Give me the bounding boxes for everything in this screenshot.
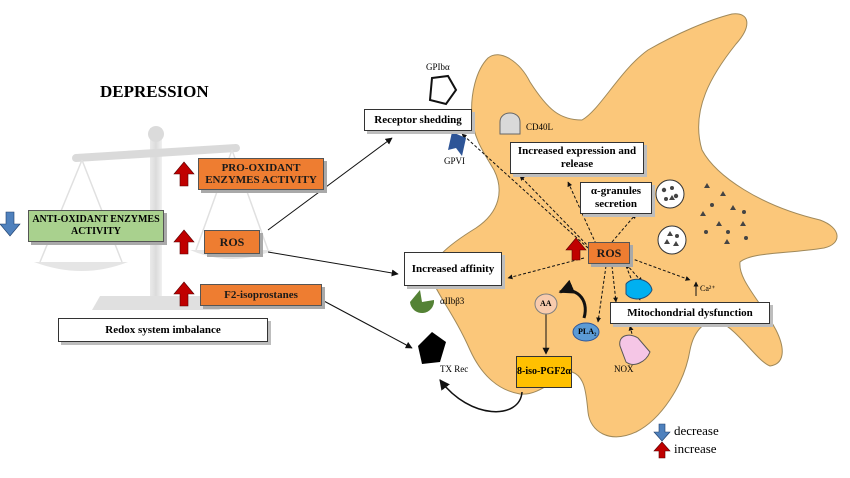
f2-isoprostanes-box: F2-isoprostanes bbox=[200, 284, 322, 306]
gpiba-label: GPIbα bbox=[426, 62, 450, 72]
arrow-ros-to-affinity bbox=[267, 251, 399, 277]
decrease-arrow-anti-oxidant bbox=[0, 211, 21, 237]
increase-arrow-cell-ros bbox=[565, 237, 587, 261]
diagram-title: DEPRESSION bbox=[100, 82, 209, 101]
cd40l-icon bbox=[499, 112, 521, 135]
cd40l-label: CD40L bbox=[526, 122, 553, 132]
mitochondrial-dysfunction-box: Mitochondrial dysfunction bbox=[610, 302, 770, 324]
increase-arrow-pro-oxidant bbox=[173, 161, 195, 187]
platelet-cell bbox=[430, 13, 838, 438]
ros-box: ROS bbox=[204, 230, 260, 254]
alpha-granules-box: α-granules secretion bbox=[580, 182, 652, 214]
gpvi-label: GPVI bbox=[444, 156, 466, 166]
legend-decrease-label: decrease bbox=[674, 423, 719, 438]
granule-1 bbox=[655, 179, 685, 209]
tx-rec-label: TX Rec bbox=[440, 364, 469, 374]
increased-expression-box: Increased expression and release bbox=[510, 142, 644, 174]
legend-increase-icon bbox=[653, 441, 671, 459]
nox-label: NOX bbox=[614, 364, 634, 374]
aa-label: AA bbox=[540, 299, 552, 308]
pla2-label: PLA₂ bbox=[578, 327, 597, 336]
curved-arrow-iso-txrec bbox=[439, 379, 523, 413]
pla2-node bbox=[572, 322, 600, 342]
increase-arrow-ros bbox=[173, 229, 195, 255]
iso-pgf2a-box: 8-iso-PGF2α bbox=[516, 356, 572, 388]
increase-arrow-f2 bbox=[173, 281, 195, 307]
granule-2 bbox=[657, 225, 687, 255]
aa-node bbox=[534, 293, 558, 315]
cell-ros-box: ROS bbox=[588, 242, 630, 264]
mitochondrion-icon bbox=[625, 278, 653, 300]
anti-oxidant-box: ANTI-OXIDANT ENZYMES ACTIVITY bbox=[28, 210, 164, 242]
aiib-integrin-icon bbox=[410, 290, 435, 314]
arrow-f2-to-txrec bbox=[321, 299, 413, 349]
pro-oxidant-box: PRO-OXIDANT ENZYMES ACTIVITY bbox=[198, 158, 324, 190]
ros-arrows bbox=[461, 133, 691, 343]
tx-receptor-icon bbox=[418, 332, 446, 364]
released-granule-contents bbox=[700, 183, 748, 244]
increased-affinity-box: Increased affinity bbox=[404, 252, 502, 286]
curved-arrow-pla2-aa bbox=[558, 279, 587, 319]
legend-decrease-icon bbox=[653, 423, 671, 442]
nox-icon bbox=[619, 334, 651, 365]
legend-increase-label: increase bbox=[674, 441, 717, 456]
arrow-ros-to-receptor bbox=[267, 137, 393, 231]
gpiba-receptor-icon bbox=[428, 74, 458, 106]
ca-label: Ca²⁺ bbox=[700, 284, 716, 293]
gpvi-receptor-icon bbox=[448, 132, 466, 156]
redox-imbalance-box: Redox system imbalance bbox=[58, 318, 268, 342]
receptor-shedding-box: Receptor shedding bbox=[364, 109, 472, 131]
aiib-label: αIIbβ3 bbox=[440, 296, 465, 306]
